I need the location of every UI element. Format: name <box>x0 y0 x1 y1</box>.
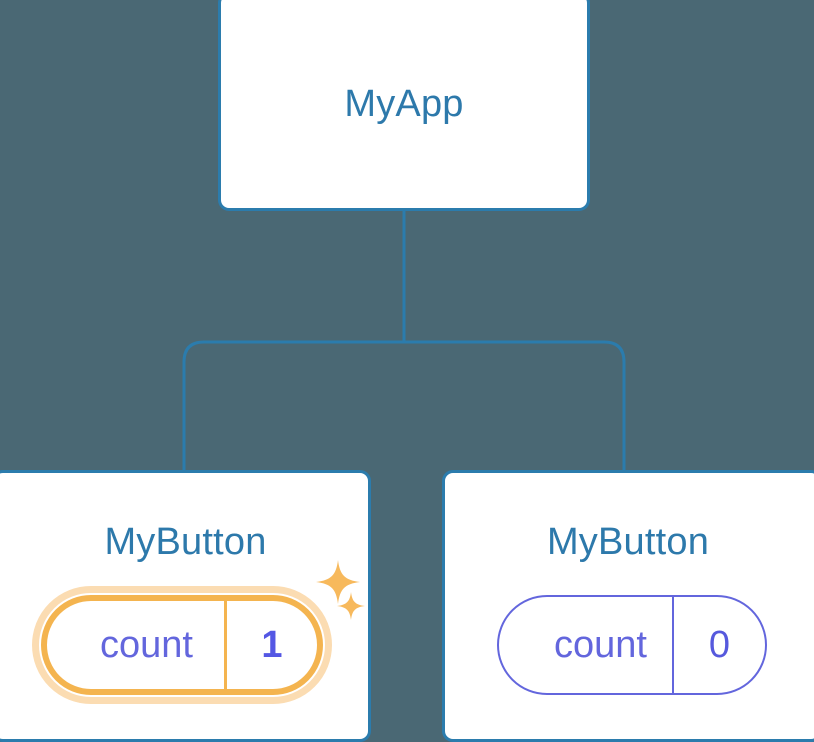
state-pill-left-key: count <box>47 601 227 689</box>
node-mybutton-left[interactable]: MyButton count 1 <box>0 470 371 742</box>
node-mybutton-right-title: MyButton <box>546 521 710 563</box>
node-mybutton-right[interactable]: MyButton count 0 <box>442 470 814 742</box>
node-myapp[interactable]: MyApp <box>218 0 590 211</box>
state-pill-left-glow <box>32 586 332 704</box>
state-pill-right-value: 0 <box>708 623 731 666</box>
node-mybutton-left-title: MyButton <box>104 521 267 563</box>
node-myapp-title: MyApp <box>344 83 464 125</box>
state-pill-right-body[interactable]: count 0 <box>497 595 767 695</box>
state-pill-left-body[interactable]: count 1 <box>41 595 323 695</box>
state-pill-right[interactable]: count 0 <box>497 595 767 695</box>
state-pill-right-key: count <box>499 597 674 693</box>
state-pill-left[interactable]: count 1 <box>32 586 332 704</box>
edge-branch-bus <box>182 340 626 470</box>
state-pill-left-value: 1 <box>261 623 283 666</box>
